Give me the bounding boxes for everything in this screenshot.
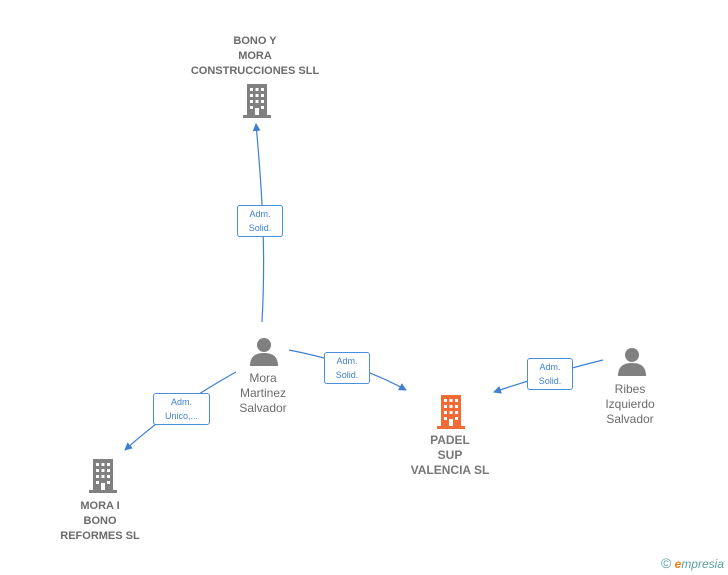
building-icon <box>89 459 117 493</box>
node-bono-y-mora[interactable] <box>240 82 274 120</box>
edge-label-adm-unico[interactable]: Adm. Unico,... <box>153 393 210 425</box>
building-icon <box>437 395 465 429</box>
label-ribes-izquierdo: Ribes Izquierdo Salvador <box>605 382 655 426</box>
label-padel-sup: PADEL SUP VALENCIA SL <box>410 433 490 477</box>
node-mora-martinez[interactable] <box>248 335 280 367</box>
person-icon <box>618 348 646 376</box>
copyright-icon: © <box>660 555 672 571</box>
edge-label-adm-solid[interactable]: Adm. Solid. <box>237 205 283 237</box>
edge-label-adm-solid[interactable]: Adm. Solid. <box>324 352 370 384</box>
node-padel-sup[interactable] <box>434 393 468 431</box>
edge-label-adm-solid[interactable]: Adm. Solid. <box>527 358 573 390</box>
node-mora-i-bono[interactable] <box>86 457 120 495</box>
label-bono-y-mora: BONO Y MORA CONSTRUCCIONES SLL <box>190 35 320 77</box>
label-mora-martinez: Mora Martinez Salvador <box>239 371 287 415</box>
building-icon <box>243 84 271 118</box>
label-mora-i-bono: MORA I BONO REFORMES SL <box>60 500 140 542</box>
brand-initial: e <box>674 557 682 571</box>
person-icon <box>250 338 278 366</box>
brand-footer: © empresia <box>661 555 724 571</box>
node-ribes-izquierdo[interactable] <box>616 345 648 377</box>
brand-name: mpresia <box>681 557 724 571</box>
